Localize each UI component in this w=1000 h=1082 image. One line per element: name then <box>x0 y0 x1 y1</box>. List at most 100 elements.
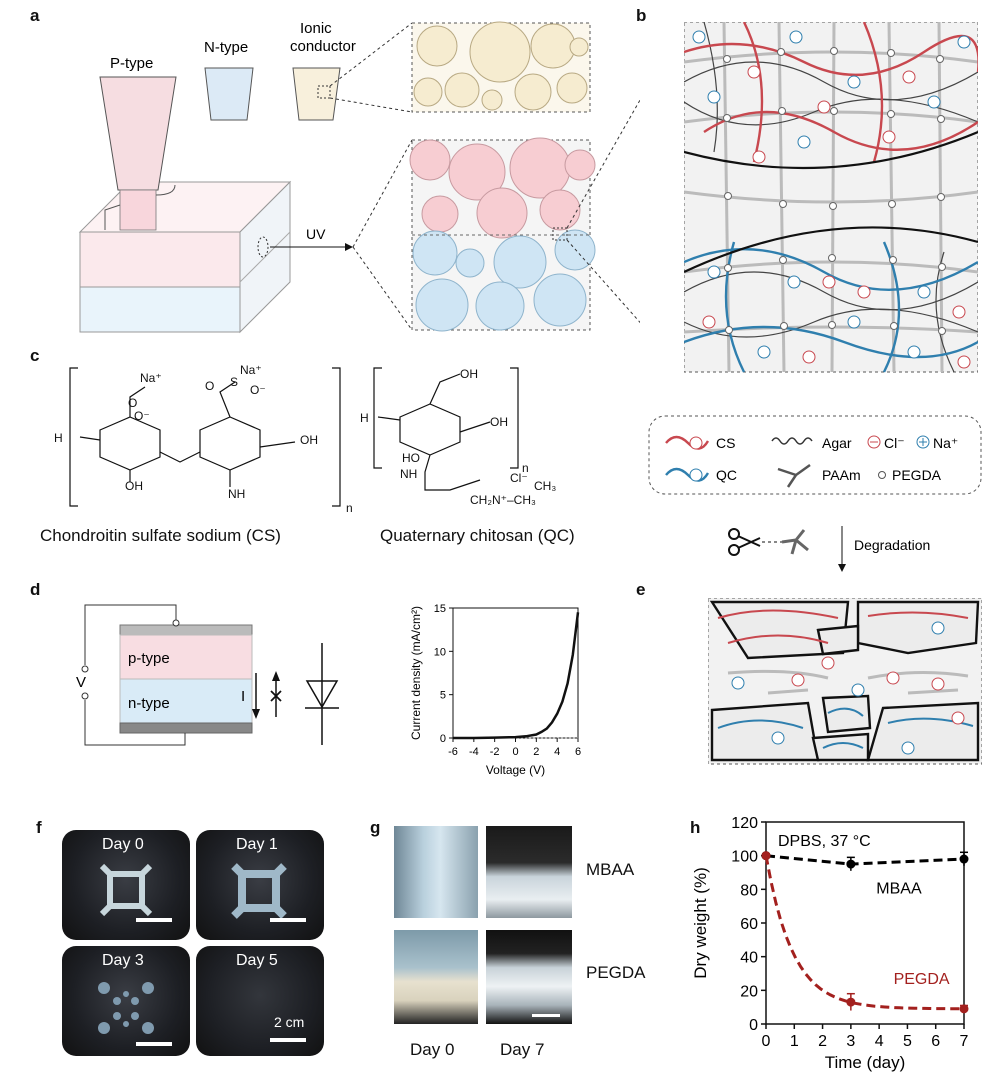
svg-text:n: n <box>346 501 353 512</box>
day-label-5: Day 5 <box>236 952 278 969</box>
day0-col-label: Day 0 <box>410 1040 455 1059</box>
svg-text:Na⁺: Na⁺ <box>240 363 262 377</box>
panel-a-schematic: P-type N-type Ionic conductor UV <box>78 20 640 334</box>
v-label: V <box>76 674 86 691</box>
svg-text:n: n <box>522 461 529 475</box>
x-tick-label: 0 <box>512 746 518 758</box>
svg-text:H: H <box>54 431 63 445</box>
pegda-row-label: PEGDA <box>586 963 646 982</box>
svg-text:O⁻: O⁻ <box>134 409 150 423</box>
data-point-pegda <box>846 997 856 1007</box>
plot-frame <box>765 821 965 1025</box>
svg-text:Cl⁻: Cl⁻ <box>510 471 528 485</box>
legend-pegda: PEGDA <box>892 467 942 483</box>
svg-text:OH: OH <box>125 479 143 493</box>
y-tick-label: 60 <box>740 916 758 933</box>
vial-pegda-day7 <box>486 930 572 1024</box>
x-tick-label: 2 <box>533 746 539 758</box>
x-tick-label: -2 <box>490 746 500 758</box>
scale-bar <box>270 918 306 922</box>
legend-cs: CS <box>716 435 735 451</box>
day7-col-label: Day 7 <box>500 1040 545 1059</box>
chart-title: DPBS, 37 °C <box>778 833 871 850</box>
n-type-label: N-type <box>204 39 248 56</box>
panel-letter-e: e <box>636 580 646 599</box>
svg-text:Na⁺: Na⁺ <box>140 371 162 385</box>
ionic-label-line2: conductor <box>290 38 356 55</box>
x-tick-label: 6 <box>931 1033 940 1050</box>
svg-text:O: O <box>205 379 214 393</box>
svg-text:O⁻: O⁻ <box>250 383 266 397</box>
x-tick-label: 4 <box>554 746 560 758</box>
panel-letter-b: b <box>636 6 647 25</box>
y-tick-label: 0 <box>749 1017 758 1034</box>
photo-day3: Day 3 <box>62 946 190 1056</box>
qc-name: Quaternary chitosan (QC) <box>380 526 575 545</box>
x-tick-label: 1 <box>790 1033 799 1050</box>
x-tick-label: -4 <box>469 746 479 758</box>
y-tick-label: 10 <box>434 646 446 658</box>
y-tick-label: 80 <box>740 882 758 899</box>
legend-qc: QC <box>716 467 737 483</box>
photo-day1: Day 1 <box>196 830 324 940</box>
vial-pegda-day0 <box>394 930 478 1024</box>
uv-label: UV <box>306 226 326 242</box>
current-label: I <box>241 688 245 705</box>
x-tick-label: 2 <box>818 1033 827 1050</box>
data-point-mbaa <box>959 854 969 864</box>
svg-text:OH: OH <box>490 415 508 429</box>
panel-b-legend: CS QC Agar PAAm Cl⁻ Na⁺ PEGDA <box>648 415 982 495</box>
day-label-1: Day 1 <box>236 836 278 853</box>
y-tick-label: 120 <box>731 815 758 832</box>
panel-letter-g: g <box>370 818 381 837</box>
data-point-pegda <box>959 1004 969 1014</box>
svg-text:NH: NH <box>400 467 417 481</box>
y-tick-label: 15 <box>434 603 446 615</box>
scale-label: 2 cm <box>274 1014 305 1030</box>
vial-mbaa-day7 <box>486 826 572 918</box>
y-tick-label: 100 <box>731 849 758 866</box>
y-axis-label: Current density (mA/cm²) <box>409 606 423 740</box>
svg-text:S: S <box>230 375 238 389</box>
day-label-3: Day 3 <box>102 952 144 969</box>
series-line-mbaa <box>765 854 965 866</box>
panel-b-network <box>684 22 978 373</box>
svg-text:CH₂N⁺–CH₃: CH₂N⁺–CH₃ <box>470 493 536 507</box>
panel-d-diode: V p-type n-type I <box>76 604 339 746</box>
photo-day5: Day 5 2 cm <box>196 946 324 1056</box>
series-label-mbaa: MBAA <box>876 880 922 897</box>
scale-bar <box>270 1038 306 1042</box>
x-tick-label: -6 <box>448 746 458 758</box>
panel-letter-d: d <box>30 580 41 599</box>
p-layer-label: p-type <box>128 650 170 667</box>
degradation-step: Degradation <box>728 526 930 572</box>
panel-letter-c: c <box>30 346 40 365</box>
x-tick-label: 3 <box>846 1033 855 1050</box>
x-tick-label: 5 <box>903 1033 912 1050</box>
mbaa-row-label: MBAA <box>586 860 635 879</box>
panel-letter-h: h <box>690 818 701 837</box>
legend-paam: PAAm <box>822 467 861 483</box>
legend-agar: Agar <box>822 435 852 451</box>
svg-text:NH: NH <box>228 487 245 501</box>
svg-text:H: H <box>360 411 369 425</box>
diode-symbol-icon <box>305 643 339 745</box>
y-tick-label: 5 <box>440 690 446 702</box>
x-tick-label: 0 <box>762 1033 771 1050</box>
data-point-pegda <box>761 851 771 861</box>
svg-text:HO: HO <box>402 451 420 465</box>
legend-cl: Cl⁻ <box>884 435 905 451</box>
iv-curve <box>453 612 580 740</box>
scale-bar <box>136 1042 172 1046</box>
y-tick-label: 20 <box>740 983 758 1000</box>
svg-text:O: O <box>128 396 137 410</box>
n-layer-label: n-type <box>128 695 170 712</box>
y-tick-label: 40 <box>740 950 758 967</box>
panel-letter-f: f <box>36 818 42 837</box>
photo-day0: Day 0 <box>62 830 190 940</box>
cs-name: Chondroitin sulfate sodium (CS) <box>40 526 281 545</box>
day-label-0: Day 0 <box>102 836 144 853</box>
